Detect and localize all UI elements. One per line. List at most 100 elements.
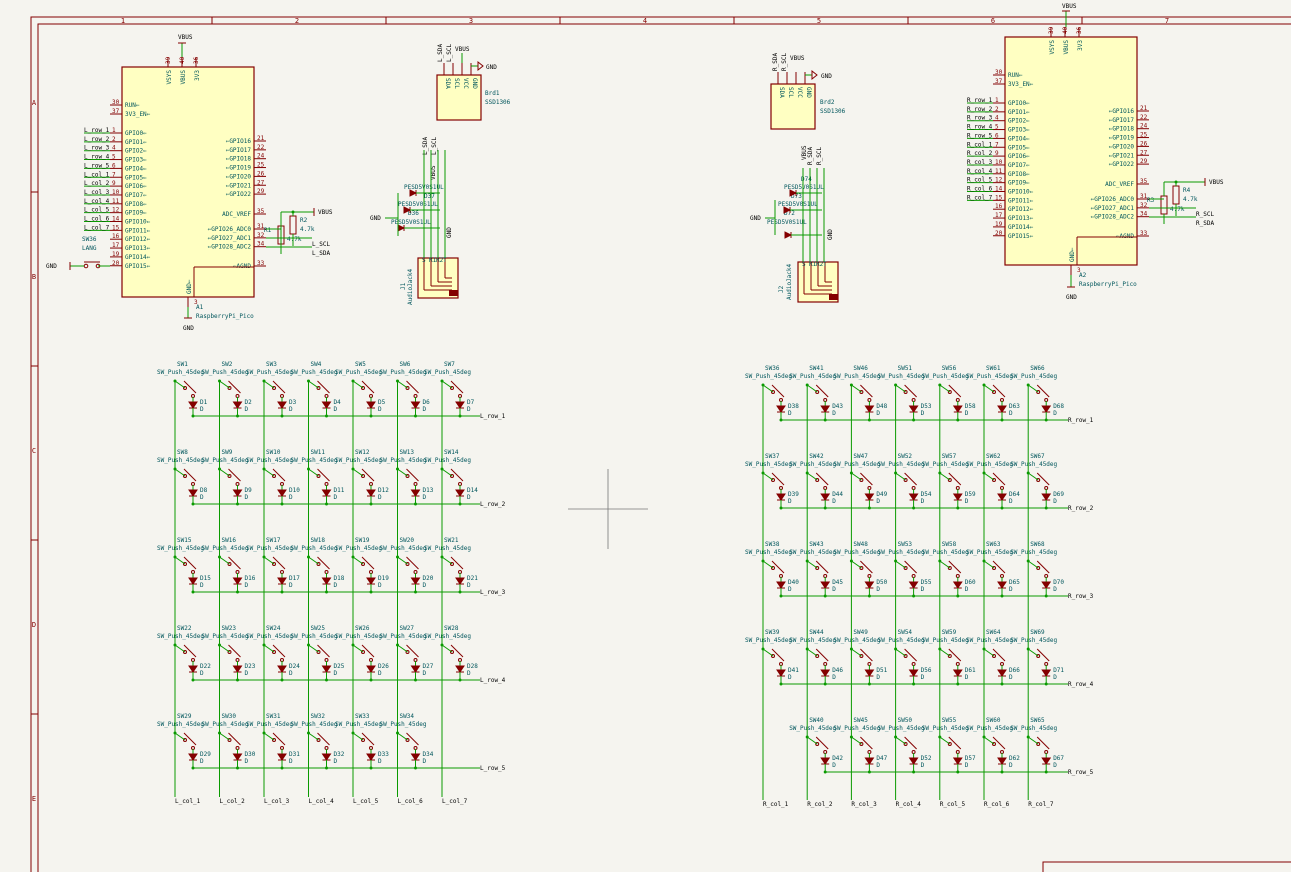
scl-label: R_SCL xyxy=(1196,211,1214,218)
oled-scl-net: R_SCL xyxy=(781,53,788,71)
pin-number: 34 xyxy=(257,241,265,248)
pin-number: 2 xyxy=(112,136,116,143)
diode-value: D xyxy=(467,494,471,501)
switch-contact xyxy=(183,650,187,654)
pin-number: 26 xyxy=(257,170,265,177)
diode-icon xyxy=(232,665,243,673)
diode-icon xyxy=(366,753,376,761)
pin-number: 7 xyxy=(995,141,999,148)
resistor-value: 4.7k xyxy=(1183,196,1198,203)
resistor-body[interactable] xyxy=(1172,185,1180,205)
diode-ref: D33 xyxy=(378,751,389,758)
switch-lever xyxy=(183,380,197,394)
switch-contact xyxy=(859,654,864,658)
switch-value: SW_Push_45deg xyxy=(922,725,969,732)
pin-number: 17 xyxy=(112,242,120,249)
wire xyxy=(352,644,364,653)
oled-body[interactable] xyxy=(770,83,816,130)
diode-icon xyxy=(366,489,376,497)
switch-ref: SW67 xyxy=(1030,453,1045,460)
switch-value: SW_Push_45deg xyxy=(291,721,338,728)
col-net-label: L_col_7 xyxy=(442,798,468,805)
wire xyxy=(308,468,319,477)
switch-lever xyxy=(992,472,1006,486)
vbus-label: VBUS xyxy=(318,209,333,216)
switch-contact xyxy=(227,386,232,390)
pico-body[interactable] xyxy=(1004,36,1138,266)
oled-pin-name: SCL xyxy=(787,87,794,98)
row-marker: A xyxy=(32,99,37,107)
switch-ref: SW60 xyxy=(986,717,1001,724)
switch-ref: SW52 xyxy=(898,453,913,460)
switch-lever xyxy=(948,648,962,662)
wire xyxy=(1027,648,1039,657)
diode-value: D xyxy=(200,758,204,765)
wire xyxy=(806,648,818,657)
diode-value: D xyxy=(965,586,969,593)
diode-value: D xyxy=(245,758,249,765)
pin-name: GND⇐ xyxy=(1069,247,1076,262)
resistor-body[interactable] xyxy=(289,215,297,235)
diode-icon xyxy=(820,493,831,501)
left-key-matrix[interactable]: SW1SW_Push_45degD1DSW2SW_Push_45degD2DSW… xyxy=(157,361,506,805)
oled-ref: Brd1 xyxy=(485,90,500,97)
switch-value: SW_Push_45deg xyxy=(745,549,792,556)
switch-value: SW_Push_45deg xyxy=(745,637,792,644)
switch-contact xyxy=(859,390,864,394)
net-label: L_col_2 xyxy=(84,180,110,187)
diode-ref: D41 xyxy=(788,667,799,674)
diode-value: D xyxy=(832,586,836,593)
pico-body[interactable] xyxy=(121,66,255,298)
jack-net-vbus: VBUS xyxy=(430,165,437,180)
switch-lever xyxy=(771,472,785,486)
switch-contact xyxy=(947,566,952,570)
switch-lever xyxy=(183,556,197,570)
pin-number: 39 xyxy=(1048,26,1055,34)
switch-value: SW_Push_45deg xyxy=(335,457,382,464)
switch-contact xyxy=(361,650,365,654)
pin-number: 29 xyxy=(1140,158,1148,165)
oled-body[interactable] xyxy=(436,74,482,121)
pin-name: GPIO12⇐ xyxy=(125,236,151,243)
switch-lever xyxy=(183,644,197,658)
switch-value: SW_Push_45deg xyxy=(1010,637,1057,644)
diode-value: D xyxy=(1053,498,1057,505)
switch-ref: SW6 xyxy=(400,361,411,368)
wire xyxy=(263,468,275,477)
pico-ref: A1 xyxy=(196,304,204,311)
pin-number: 26 xyxy=(1140,140,1148,147)
switch-value: SW_Push_45deg xyxy=(246,457,293,464)
pin-name: ⇐GPIO20 xyxy=(1109,143,1135,150)
right-key-matrix[interactable]: SW36SW_Push_45degD38DSW41SW_Push_45degD4… xyxy=(745,365,1094,808)
diode-icon xyxy=(820,581,831,589)
switch-contact xyxy=(992,390,996,394)
wire xyxy=(895,472,906,481)
diode-value: D xyxy=(467,582,471,589)
jack-gnd: GND xyxy=(370,215,381,222)
diode-ref: D40 xyxy=(788,579,799,586)
diode-ref: D45 xyxy=(832,579,843,586)
jack-pin-name: R2 xyxy=(436,257,444,264)
row-net-label: L_row_3 xyxy=(480,589,506,596)
switch-contact xyxy=(227,650,232,654)
column-marker: 6 xyxy=(991,17,995,25)
diode-ref: D20 xyxy=(423,575,434,582)
switch-ref: SW10 xyxy=(266,449,281,456)
switch-lever xyxy=(272,468,286,482)
col-net-label: L_col_5 xyxy=(353,798,379,805)
switch-value: SW_Push_45deg xyxy=(380,369,427,376)
diode-ref: D58 xyxy=(965,403,976,410)
pin-number: 11 xyxy=(995,168,1003,175)
pin-number: 5 xyxy=(112,154,116,161)
pin-number: 32 xyxy=(257,232,265,239)
jack-net-scl: R_SCL xyxy=(816,147,823,165)
switch-contact xyxy=(405,738,410,742)
diode-ref: D28 xyxy=(467,663,478,670)
switch-contact xyxy=(316,386,321,390)
switch-ref: SW19 xyxy=(355,537,370,544)
